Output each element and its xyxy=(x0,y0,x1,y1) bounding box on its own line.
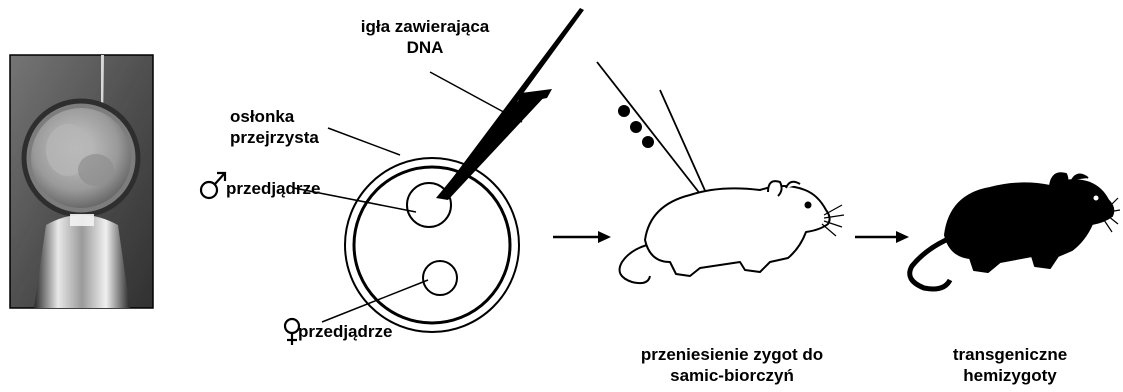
arrow-to-result-icon xyxy=(855,231,909,243)
zona-label-line2: przejrzysta xyxy=(230,127,319,148)
result-caption-line2: hemizygoty xyxy=(930,365,1090,386)
recipient-mouse-icon xyxy=(620,181,844,283)
female-pronucleus-label: przedjądrze xyxy=(298,321,392,342)
arrow-to-transfer-icon xyxy=(553,231,611,243)
transfer-caption-line1: przeniesienie zygot do xyxy=(612,344,852,365)
female-symbol-icon xyxy=(285,319,299,345)
needle-label-line1: igła zawierająca xyxy=(330,16,520,37)
zygote-dot xyxy=(630,121,642,133)
dna-needle-tip xyxy=(436,93,548,200)
result-caption: transgeniczne hemizygoty xyxy=(930,344,1090,386)
needle-leader-line xyxy=(430,72,522,122)
microinjection-photo xyxy=(10,55,153,308)
zona-leader-line xyxy=(328,128,400,155)
female-pronucleus-leader-line xyxy=(322,280,428,322)
transfer-caption: przeniesienie zygot do samic-biorczyń xyxy=(612,344,852,386)
zona-label: osłonka przejrzysta xyxy=(230,106,319,148)
transfer-caption-line2: samic-biorczyń xyxy=(612,365,852,386)
result-caption-line1: transgeniczne xyxy=(930,344,1090,365)
zygote-dot xyxy=(642,136,654,148)
male-symbol-icon xyxy=(201,173,225,198)
female-pronucleus-circle xyxy=(423,261,457,295)
needle-label-line2: DNA xyxy=(330,37,520,58)
transfer-pipette xyxy=(597,62,711,204)
zygote-dot xyxy=(618,105,630,117)
transgenic-mouse-icon xyxy=(910,173,1120,289)
photo-holding-pipette xyxy=(34,215,130,308)
male-pronucleus-label: przedjądrze xyxy=(226,178,320,199)
needle-label: igła zawierająca DNA xyxy=(330,16,520,58)
zona-label-line1: osłonka xyxy=(230,106,319,127)
